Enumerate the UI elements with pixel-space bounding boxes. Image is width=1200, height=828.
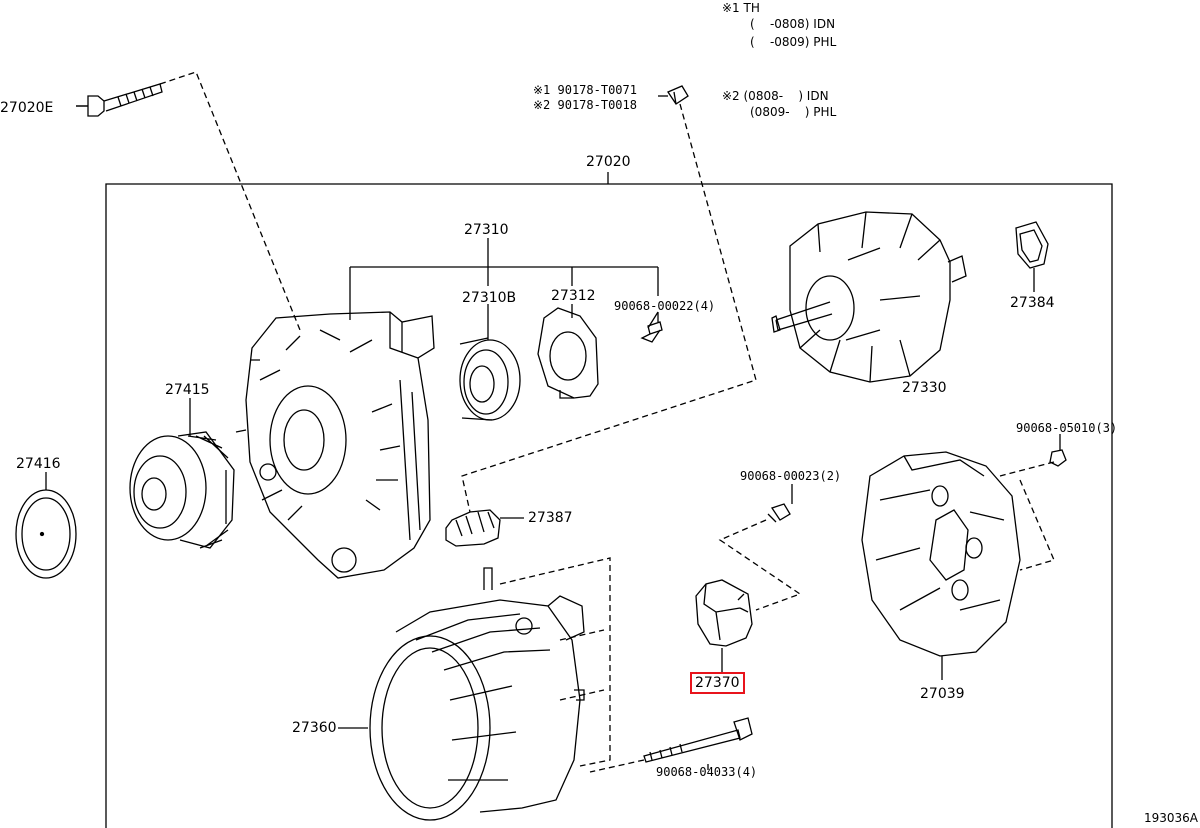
note-1-title: ※1 TH bbox=[722, 1, 760, 15]
pulley-27415 bbox=[130, 432, 234, 548]
callout-27310[interactable]: 27310 bbox=[464, 222, 509, 238]
bearing-27310b bbox=[460, 338, 520, 420]
callout-27370-highlighted[interactable]: 27370 bbox=[690, 672, 745, 694]
bolt-27020e bbox=[76, 84, 162, 116]
callout-27387[interactable]: 27387 bbox=[528, 510, 573, 526]
figure-id: 193036A bbox=[1144, 811, 1199, 825]
leader-stator-box bbox=[500, 558, 610, 766]
callout-90068-00022[interactable]: 90068-00022(4) bbox=[614, 299, 716, 313]
callout-90178-t0018[interactable]: ※2 90178-T0018 bbox=[533, 98, 637, 112]
callout-90178-t0071[interactable]: ※1 90178-T0071 bbox=[533, 83, 637, 97]
leader-27020e bbox=[160, 72, 300, 330]
callout-27384[interactable]: 27384 bbox=[1010, 295, 1055, 311]
callout-90068-00023[interactable]: 90068-00023(2) bbox=[740, 469, 842, 483]
callout-27330[interactable]: 27330 bbox=[902, 380, 947, 396]
callout-90068-04033[interactable]: 90068-04033(4) bbox=[656, 765, 758, 779]
callout-27416[interactable]: 27416 bbox=[16, 456, 61, 472]
bracket-27310 bbox=[350, 238, 658, 320]
stator-27360 bbox=[370, 568, 584, 820]
note-2-line-2: (0809- ) PHL bbox=[750, 105, 837, 119]
note-2-title: ※2 (0808- ) IDN bbox=[722, 89, 829, 103]
callout-27039[interactable]: 27039 bbox=[920, 686, 965, 702]
cap-27416 bbox=[16, 490, 76, 578]
note-1-line-1: ( -0808) IDN bbox=[750, 17, 836, 31]
nut-90068-05010 bbox=[1050, 450, 1066, 466]
callout-27360[interactable]: 27360 bbox=[292, 720, 337, 736]
note-1-line-2: ( -0809) PHL bbox=[750, 35, 837, 49]
rear-cover-27039 bbox=[862, 452, 1020, 656]
callout-27310b[interactable]: 27310B bbox=[462, 290, 517, 306]
screw-90068-00022 bbox=[642, 312, 662, 342]
regulator-27370 bbox=[696, 580, 752, 646]
nut-90178 bbox=[658, 86, 688, 104]
bolt-90068-04033 bbox=[644, 718, 752, 762]
leader-90178 bbox=[462, 104, 756, 512]
callout-90068-05010[interactable]: 90068-05010(3) bbox=[1016, 421, 1118, 435]
screw-90068-00023 bbox=[768, 504, 790, 522]
seal-27387 bbox=[446, 510, 500, 546]
drive-end-frame-27310 bbox=[236, 312, 434, 578]
retainer-27312 bbox=[538, 308, 598, 398]
callout-27020[interactable]: 27020 bbox=[586, 154, 631, 170]
callout-27312[interactable]: 27312 bbox=[551, 288, 596, 304]
rotor-27330 bbox=[772, 212, 966, 382]
callout-27415[interactable]: 27415 bbox=[165, 382, 210, 398]
callout-27020e[interactable]: 27020E bbox=[0, 100, 54, 116]
ring-27384 bbox=[1016, 222, 1048, 268]
assembly-frame bbox=[106, 184, 1112, 828]
leader-27039-nut bbox=[1000, 462, 1054, 570]
leader-90068-00023 bbox=[720, 520, 800, 610]
